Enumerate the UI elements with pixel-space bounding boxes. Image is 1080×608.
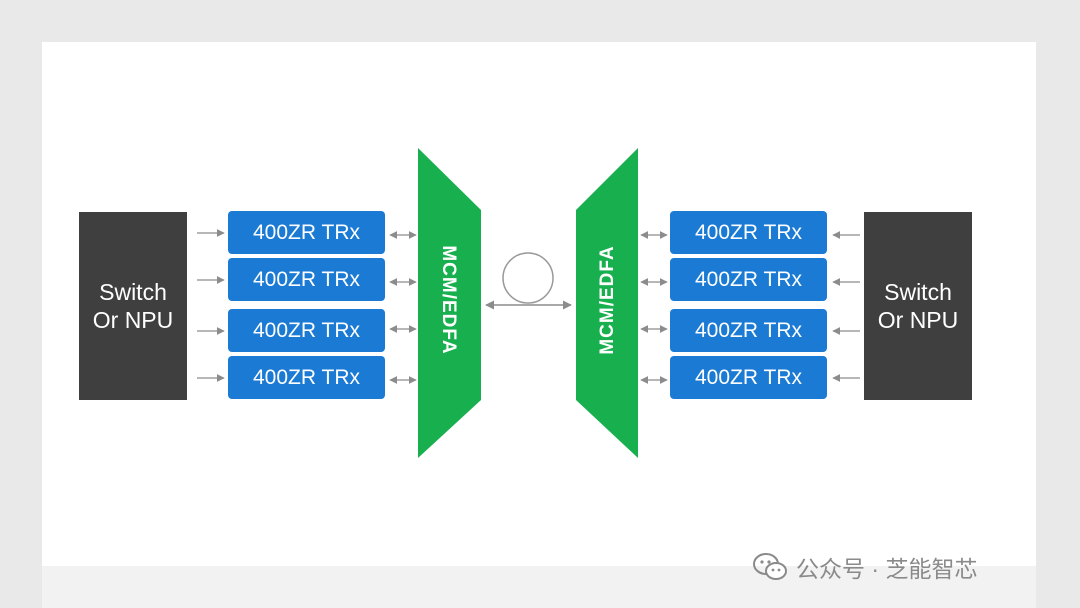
left-transceiver-2: 400ZR TRx [228, 258, 385, 301]
right-transceiver-4: 400ZR TRx [670, 356, 827, 399]
left-transceiver-4-label: 400ZR TRx [253, 365, 360, 389]
wechat-icon [753, 553, 787, 580]
bottom-strip [42, 566, 1036, 608]
right-transceiver-4-label: 400ZR TRx [695, 365, 802, 389]
fiber-coil-icon [502, 252, 554, 304]
left-transceiver-3-label: 400ZR TRx [253, 318, 360, 342]
left-transceiver-1-label: 400ZR TRx [253, 220, 360, 244]
watermark: 公众号 · 芝能智芯 [752, 550, 977, 584]
left-transceiver-2-label: 400ZR TRx [253, 267, 360, 291]
watermark-text: 公众号 · 芝能智芯 [796, 556, 978, 582]
left-switch-label: Switch Or NPU [92, 279, 174, 333]
right-switch-box: Switch Or NPU [864, 212, 972, 400]
left-mux-shape [418, 148, 481, 458]
right-transceiver-3-label: 400ZR TRx [695, 318, 802, 342]
right-transceiver-2-label: 400ZR TRx [695, 267, 802, 291]
right-transceiver-1: 400ZR TRx [670, 211, 827, 254]
left-mux-label: MCM/EDFA [438, 245, 459, 355]
left-transceiver-3: 400ZR TRx [228, 309, 385, 352]
left-transceiver-4: 400ZR TRx [228, 356, 385, 399]
left-transceiver-1: 400ZR TRx [228, 211, 385, 254]
right-switch-label: Switch Or NPU [877, 279, 959, 333]
right-mux-label: MCM/EDFA [597, 245, 618, 355]
right-transceiver-2: 400ZR TRx [670, 258, 827, 301]
right-transceiver-1-label: 400ZR TRx [695, 220, 802, 244]
right-mux-shape [576, 148, 638, 458]
left-switch-box: Switch Or NPU [79, 212, 187, 400]
right-transceiver-3: 400ZR TRx [670, 309, 827, 352]
